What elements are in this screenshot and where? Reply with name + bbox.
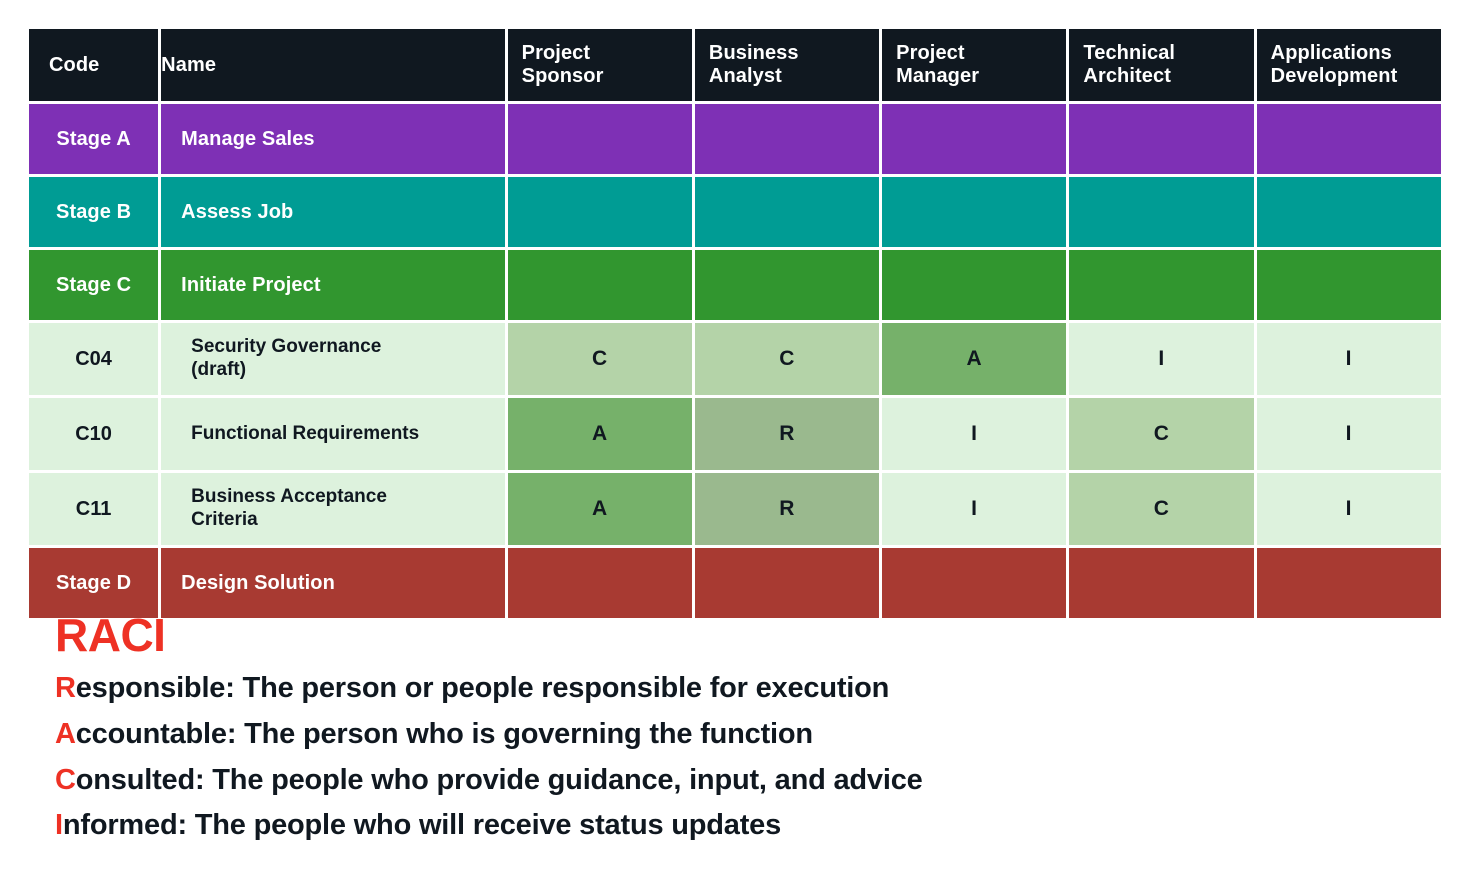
cell-project-sponsor <box>507 250 692 320</box>
cell-business-analyst <box>694 548 880 618</box>
legend-text-responsible: esponsible: The person or people respons… <box>75 672 890 704</box>
header-line-1: Technical <box>1083 42 1176 65</box>
cell-technical-architect <box>1069 177 1254 247</box>
column-header-project-sponsor: Project Sponsor <box>507 29 692 101</box>
cell-applications-development: I <box>1256 473 1441 545</box>
legend-initial-r: R <box>55 672 76 704</box>
column-header-technical-architect: Technical Architect <box>1069 29 1254 101</box>
cell-technical-architect: C <box>1069 473 1254 545</box>
cell-applications-development <box>1256 104 1441 174</box>
cell-project-manager: I <box>882 473 1067 545</box>
column-header-business-analyst: Business Analyst <box>694 29 880 101</box>
header-line-2: Manager <box>896 65 980 87</box>
header-line-2: Analyst <box>708 65 782 87</box>
legend-item-accountable: Accountable: The person who is governing… <box>55 712 1415 758</box>
row-name-line-1: Business Acceptance <box>191 486 387 508</box>
cell-technical-architect: I <box>1069 323 1254 395</box>
legend-item-consulted: Consulted: The people who provide guidan… <box>55 758 1415 804</box>
row-name: Manage Sales <box>161 104 505 174</box>
table-row: Stage B Assess Job <box>29 177 1441 247</box>
cell-project-sponsor <box>507 548 692 618</box>
row-name: Design Solution <box>161 548 505 618</box>
row-name: Functional Requirements <box>161 398 505 470</box>
header-line-2: Architect <box>1083 65 1171 87</box>
cell-technical-architect: C <box>1069 398 1254 470</box>
cell-business-analyst: C <box>694 323 880 395</box>
row-name-line-2: Criteria <box>191 509 258 530</box>
row-name: Assess Job <box>161 177 505 247</box>
cell-project-sponsor <box>507 177 692 247</box>
cell-technical-architect <box>1069 250 1254 320</box>
header-line-1: Business <box>708 42 799 65</box>
row-name: Business Acceptance Criteria <box>161 473 505 545</box>
cell-business-analyst <box>694 250 880 320</box>
cell-applications-development <box>1256 177 1441 247</box>
column-header-name: Name <box>161 29 505 101</box>
row-name: Security Governance (draft) <box>161 323 505 395</box>
row-name-line-1: Security Governance <box>191 336 382 358</box>
cell-project-sponsor: A <box>507 473 692 545</box>
column-header-applications-development: Applications Development <box>1256 29 1441 101</box>
cell-applications-development: I <box>1256 323 1441 395</box>
cell-business-analyst: R <box>694 398 880 470</box>
cell-project-manager: I <box>882 398 1067 470</box>
legend-title: RACI <box>55 609 166 661</box>
cell-project-sponsor <box>507 104 692 174</box>
row-name: Initiate Project <box>161 250 505 320</box>
table-row: C10 Functional Requirements A R I C I <box>29 398 1441 470</box>
row-code: Stage B <box>29 177 159 247</box>
header-line-2: Sponsor <box>521 65 604 87</box>
raci-legend: RACI Responsible: The person or people r… <box>55 612 1415 849</box>
cell-project-manager <box>882 104 1067 174</box>
table-row: Stage A Manage Sales <box>29 104 1441 174</box>
cell-project-sponsor: C <box>507 323 692 395</box>
row-code: Stage C <box>29 250 159 320</box>
table-row: Stage C Initiate Project <box>29 250 1441 320</box>
legend-item-informed: Informed: The people who will receive st… <box>55 803 1415 849</box>
header-line-1: Applications <box>1270 42 1392 65</box>
cell-project-sponsor: A <box>507 398 692 470</box>
cell-technical-architect <box>1069 104 1254 174</box>
legend-initial-i: I <box>55 809 63 842</box>
legend-text-accountable: ccountable: The person who is governing … <box>75 717 813 750</box>
cell-applications-development: I <box>1256 398 1441 470</box>
raci-table: Code Name Project Sponsor Business Analy… <box>26 26 1444 621</box>
legend-initial-a: A <box>55 717 76 750</box>
row-code: C10 <box>29 398 159 470</box>
header-line-1: Project <box>521 42 591 65</box>
table-body: Stage A Manage Sales Stage B Assess Job <box>29 104 1441 618</box>
row-code: Stage D <box>29 548 159 618</box>
cell-applications-development <box>1256 250 1441 320</box>
row-code: C11 <box>29 473 159 545</box>
header-line-1: Project <box>896 42 965 65</box>
cell-project-manager: A <box>882 323 1067 395</box>
column-header-code: Code <box>29 29 159 101</box>
cell-business-analyst: R <box>694 473 880 545</box>
table-row: C11 Business Acceptance Criteria A R I C… <box>29 473 1441 545</box>
cell-applications-development <box>1256 548 1441 618</box>
column-header-project-manager: Project Manager <box>882 29 1067 101</box>
cell-business-analyst <box>694 177 880 247</box>
cell-business-analyst <box>694 104 880 174</box>
legend-initial-c: C <box>55 763 76 796</box>
row-code: Stage A <box>29 104 159 174</box>
legend-text-informed: nformed: The people who will receive sta… <box>62 809 782 842</box>
cell-project-manager <box>882 177 1067 247</box>
table-row: Stage D Design Solution <box>29 548 1441 618</box>
table-header: Code Name Project Sponsor Business Analy… <box>29 29 1441 101</box>
cell-project-manager <box>882 250 1067 320</box>
legend-item-responsible: Responsible: The person or people respon… <box>55 666 1415 712</box>
header-row: Code Name Project Sponsor Business Analy… <box>29 29 1441 101</box>
table-row: C04 Security Governance (draft) C C A I … <box>29 323 1441 395</box>
cell-technical-architect <box>1069 548 1254 618</box>
row-code: C04 <box>29 323 159 395</box>
legend-text-consulted: onsulted: The people who provide guidanc… <box>75 763 923 796</box>
cell-project-manager <box>882 548 1067 618</box>
row-name-line-2: (draft) <box>191 359 247 380</box>
header-line-2: Development <box>1270 65 1398 87</box>
